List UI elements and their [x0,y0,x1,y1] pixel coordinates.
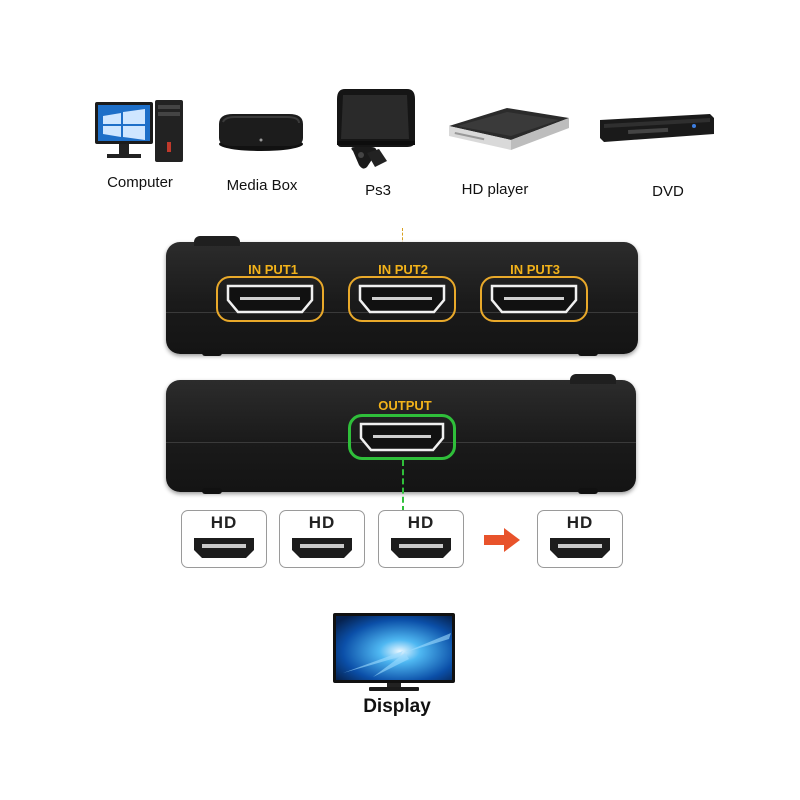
dvd-icon [598,112,716,146]
output-label: OUTPUT [378,398,432,413]
rubber-foot [578,350,598,356]
hdmi-port-icon [490,284,578,314]
input-2-port[interactable] [348,276,456,322]
arrow-right-icon [484,528,520,552]
input-3-port[interactable] [480,276,588,322]
source-label-computer: Computer [107,174,173,191]
hdmi-cable-card: HD [181,510,267,568]
switch-button-nub [194,236,240,246]
hdmi-connector-icon [292,538,352,558]
rubber-foot [202,488,222,494]
switcher-output-panel: OUTPUT [166,374,636,494]
input-connector-line [402,228,403,254]
input-2-label: IN PUT2 [378,262,428,277]
media-box-icon [213,112,309,154]
hdmi-connector-icon [550,538,610,558]
input-3-label: IN PUT3 [510,262,560,277]
switch-button-nub [570,374,616,384]
hdmi-port-icon [358,284,446,314]
rubber-foot [202,350,222,356]
input-1-label: IN PUT1 [248,262,298,277]
source-label-ps3: Ps3 [365,182,391,199]
computer-icon [95,100,185,164]
input-1-port[interactable] [216,276,324,322]
ps3-icon [335,85,419,171]
hdmi-cable-card-output: HD [537,510,623,568]
hdmi-connector-icon [391,538,451,558]
hdmi-port-icon [359,422,445,452]
hdmi-port-icon [226,284,314,314]
hdmi-connector-icon [194,538,254,558]
hdmi-cable-card: HD [279,510,365,568]
display-label: Display [363,696,431,717]
display-icon [333,613,455,698]
source-label-hd-player: HD player [461,181,529,198]
rubber-foot [578,488,598,494]
output-port[interactable] [348,414,456,460]
source-label-dvd: DVD [652,183,684,200]
source-label-media-box: Media Box [226,177,298,194]
hd-player-icon [445,104,573,154]
output-connector-line [402,460,404,512]
switcher-input-panel: IN PUT1 IN PUT2 IN PUT3 [166,236,638,356]
hdmi-cable-card: HD [378,510,464,568]
